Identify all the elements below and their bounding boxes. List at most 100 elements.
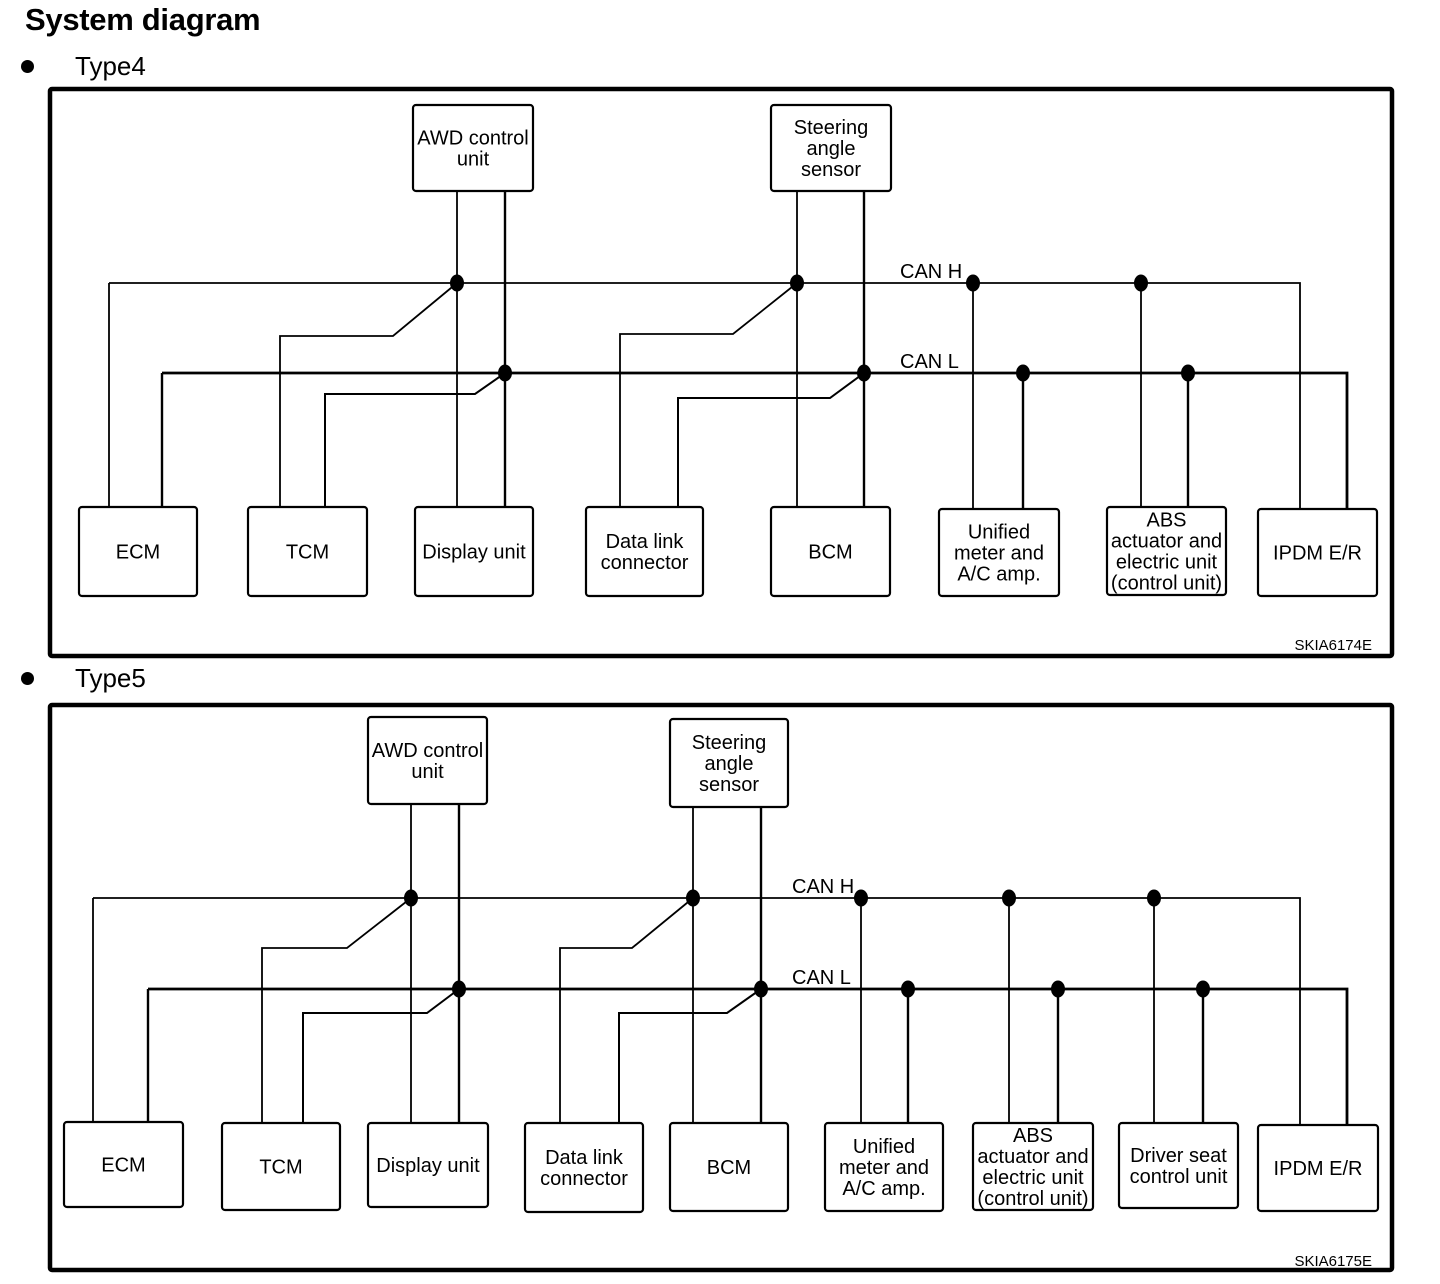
junction-dot [1051,980,1065,998]
junction-dot [404,889,418,907]
node-box-ecm [77,505,199,598]
node-label-line: control unit [1130,1166,1228,1188]
node-label-line: (control unit) [1111,573,1222,595]
junction-dot [1147,889,1161,907]
node-box-driver-seat-control-unit [1117,1121,1240,1210]
bus-line-can-l [162,371,1349,509]
node-label-line: Unified [968,522,1030,544]
node-label-ecm: ECM [116,542,160,564]
branch-wire [559,897,694,1123]
node-label-line: Display unit [376,1155,480,1177]
node-label-line: sensor [801,159,861,181]
node-box-steering-angle-sensor [668,717,790,809]
node-label-line: angle [807,138,856,160]
junction-dot [754,980,768,998]
node-label-tcm: TCM [286,542,329,564]
bus-label-can-l: CAN L [900,351,959,373]
node-box-ecm [62,1120,185,1209]
node-label-display-unit: Display unit [422,542,526,564]
node-label-line: electric unit [982,1167,1084,1189]
node-label-line: Steering [794,117,869,139]
node-box-bcm [769,505,892,598]
node-box-data-link-connector [584,505,705,598]
node-label-line: Data link [545,1147,624,1169]
node-label-line: IPDM E/R [1274,1158,1363,1180]
branch-wire [324,372,506,507]
junction-dot [452,980,466,998]
bus-line-can-h [109,282,1301,509]
bus-label-can-h: CAN H [792,876,854,898]
node-box-bcm [668,1121,790,1213]
junction-dot [1002,889,1016,907]
node-label-line: unit [411,761,444,783]
node-label-line: (control unit) [977,1188,1088,1210]
node-label-line: AWD control [417,128,529,150]
junction-dot [1016,364,1030,382]
node-label-line: Unified [853,1136,915,1158]
junction-dot [966,274,980,292]
junction-dot [1196,980,1210,998]
bus-line-can-h [93,897,1301,1125]
node-label-line: sensor [699,774,759,796]
node-label-line: unit [457,149,490,171]
bus-label-can-l: CAN L [792,967,851,989]
node-label-tcm: TCM [259,1157,302,1179]
bullet-icon [21,59,34,73]
node-label-line: IPDM E/R [1273,543,1362,565]
node-label-line: actuator and [1111,531,1222,553]
bullet-label-type5: Type5 [75,663,146,693]
branch-wire [677,372,865,507]
junction-dot [857,364,871,382]
node-label-line: electric unit [1116,552,1218,574]
node-label-line: AWD control [372,740,484,762]
node-box-awd-control-unit [366,715,489,806]
diagram-frame [47,86,1395,659]
page-title: System diagram [25,2,261,37]
node-box-abs-actuator-electric-unit [1105,505,1228,597]
node-box-ipdm-er [1256,1123,1380,1213]
bus-line-can-l [148,987,1349,1125]
node-label-line: Steering [692,732,767,754]
node-box-steering-angle-sensor [769,103,893,193]
node-box-display-unit [413,505,535,598]
node-label-bcm: BCM [808,542,852,564]
junction-dot [790,274,804,292]
node-label-line: ABS [1013,1125,1053,1147]
junction-dot [901,980,915,998]
node-label-line: connector [540,1168,628,1190]
node-label-display-unit: Display unit [376,1155,480,1177]
node-label-line: BCM [707,1157,751,1179]
node-box-tcm [220,1121,342,1212]
node-box-data-link-connector [523,1121,645,1214]
bullet-icon [21,671,34,685]
bullet-label-type4: Type4 [75,51,146,81]
node-label-line: angle [705,753,754,775]
node-box-unified-meter-ac-amp [937,507,1061,598]
junction-dot [498,364,512,382]
junction-dot [854,889,868,907]
node-label-line: actuator and [977,1146,1088,1168]
node-box-ipdm-er [1256,507,1379,598]
node-label-line: Driver seat [1130,1145,1227,1167]
node-label-line: Display unit [422,542,526,564]
branch-wire [261,897,412,1123]
branch-wire [619,282,798,507]
junction-dot [450,274,464,292]
junction-dot [1181,364,1195,382]
node-label-ecm: ECM [101,1155,145,1177]
node-label-line: meter and [954,543,1044,565]
node-label-line: TCM [259,1157,302,1179]
node-label-line: BCM [808,542,852,564]
